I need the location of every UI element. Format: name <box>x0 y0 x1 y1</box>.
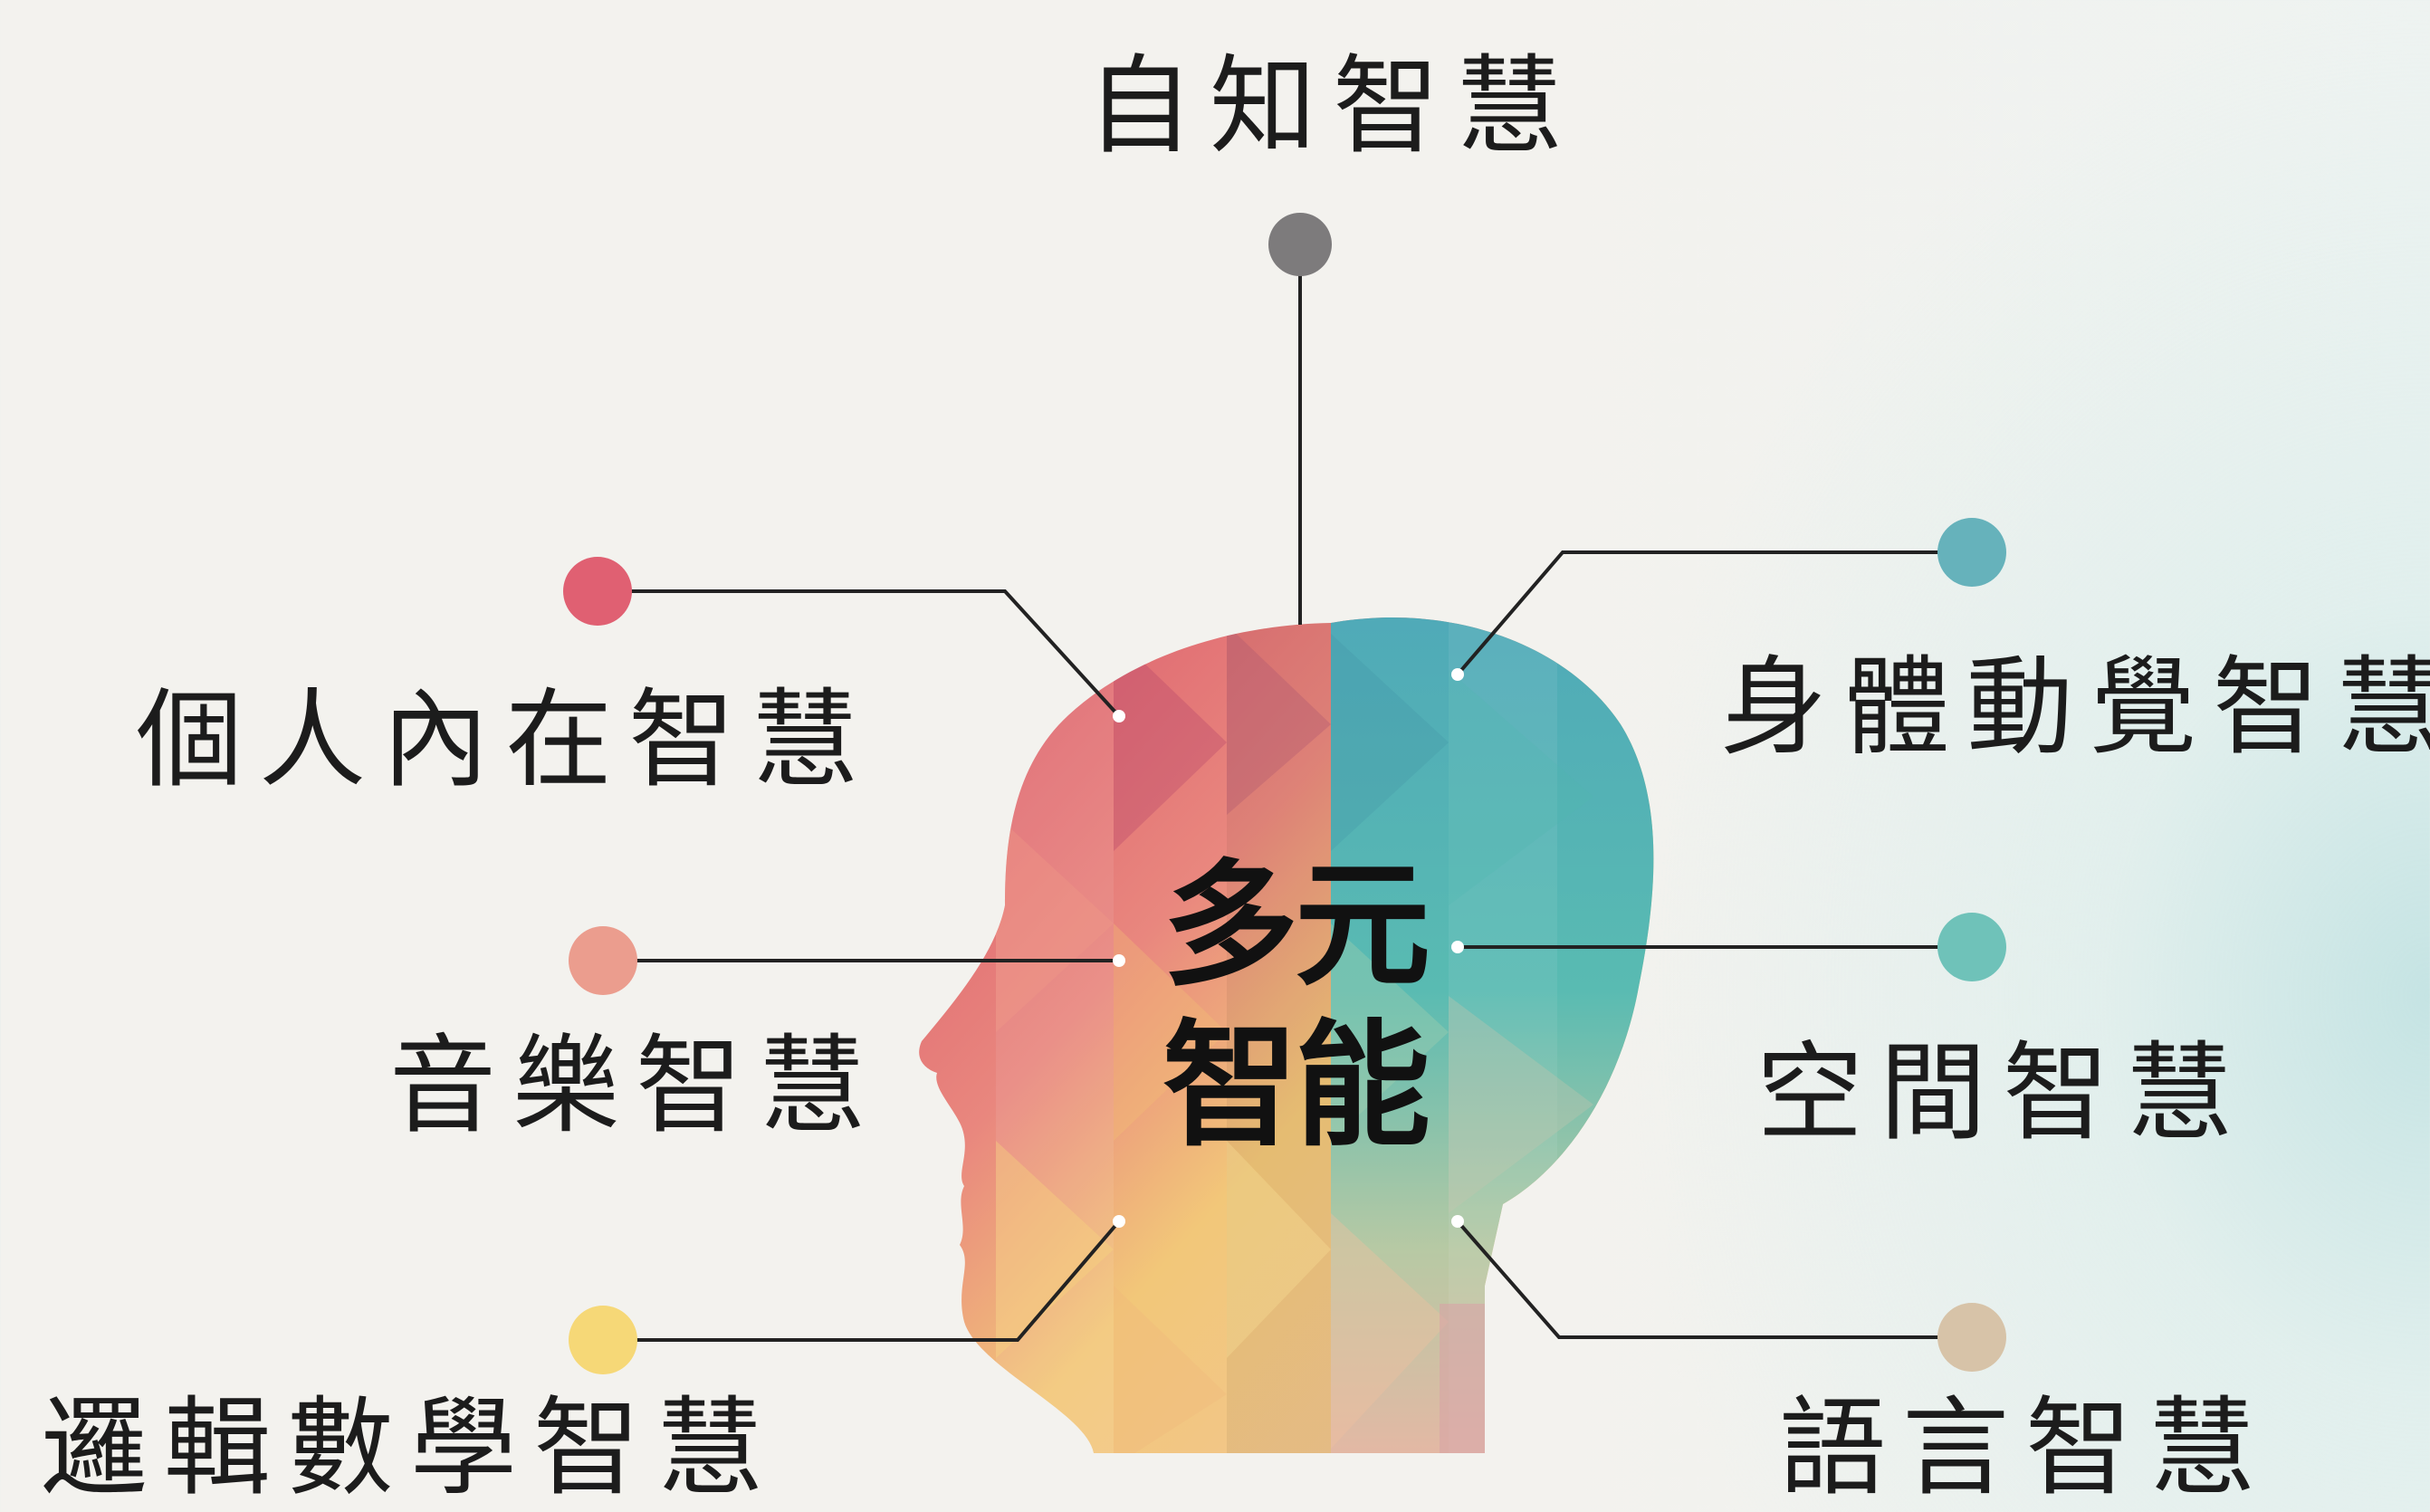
junction-dot <box>1113 954 1125 967</box>
marker-linguistic <box>1937 1303 2006 1372</box>
junction-dot <box>1451 668 1464 681</box>
junction-dot <box>1451 941 1464 953</box>
marker-intrapersonal-top <box>1268 213 1332 276</box>
marker-interpersonal <box>563 557 632 626</box>
center-title-line1: 多元 <box>1162 847 1430 1005</box>
marker-musical <box>569 926 637 995</box>
junction-dot <box>1451 1215 1464 1228</box>
connector-interpersonal <box>598 589 1121 718</box>
label-interpersonal: 個人內在智慧 <box>136 677 875 802</box>
center-title: 多元 智能 <box>1150 847 1440 1167</box>
marker-spatial <box>1937 913 2006 981</box>
center-title-line2: 智能 <box>1162 1008 1430 1165</box>
junction-dots <box>1113 668 1464 1228</box>
label-bodily-kinesthetic: 身體動覺智慧 <box>1720 645 2430 770</box>
connector-linguistic <box>1456 1220 1970 1339</box>
marker-bodily-kinesthetic <box>1937 518 2006 587</box>
label-intrapersonal-top: 自知智慧 <box>1086 43 1580 168</box>
label-spatial: 空間智慧 <box>1756 1030 2250 1155</box>
marker-logical-mathematical <box>569 1306 637 1374</box>
label-musical: 音樂智慧 <box>389 1023 883 1148</box>
connector-logical-mathematical <box>603 1220 1121 1342</box>
connector-lines <box>598 246 1970 1342</box>
junction-dot <box>1113 710 1125 723</box>
label-linguistic: 語言智慧 <box>1779 1385 2272 1510</box>
junction-dot <box>1113 1215 1125 1228</box>
label-logical-mathematical: 邏輯數學智慧 <box>41 1385 780 1510</box>
connector-bodily-kinesthetic <box>1456 550 1970 676</box>
